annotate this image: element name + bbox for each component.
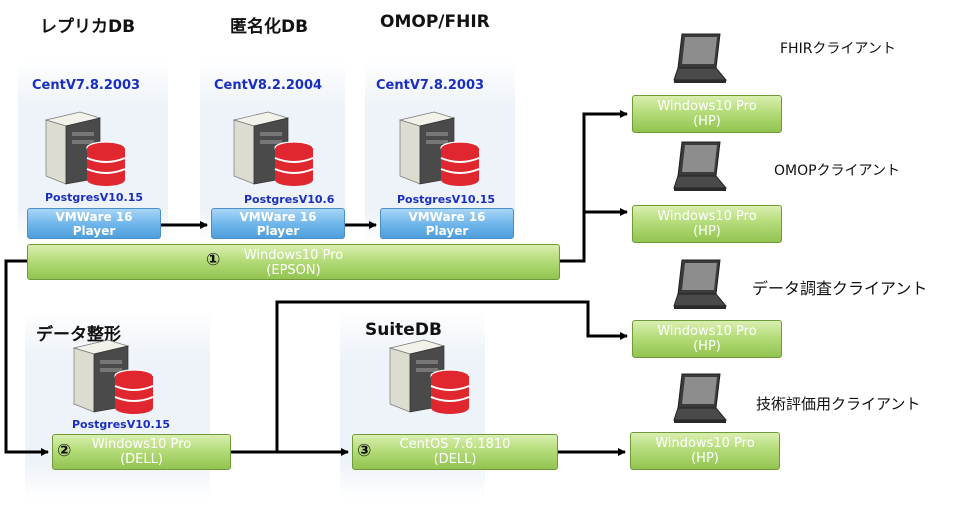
- server-db-icon: [388, 339, 470, 414]
- replica-db-version: PostgresV10.15: [45, 191, 144, 204]
- host-number-2: ②: [57, 441, 72, 461]
- vm-player-omop: VMWare 16 Player: [380, 208, 514, 239]
- server-db-icon: [44, 111, 126, 186]
- suite-title: SuiteDB: [365, 320, 442, 340]
- client-label-survey: データ調査クライアント: [752, 279, 928, 298]
- anon-os: CentV8.2.2004: [214, 78, 323, 93]
- client-line1: Windows10 Pro: [655, 436, 755, 451]
- host-dell-3: CentOS 7.6.1810 (DELL): [352, 434, 558, 470]
- client-line2: (HP): [693, 114, 721, 129]
- vm-line1: VMWare 16: [239, 210, 317, 224]
- client-line2: (HP): [691, 451, 719, 466]
- host-line2: (DELL): [120, 452, 163, 467]
- laptop-icon: [673, 373, 728, 423]
- laptop-icon: [673, 33, 728, 83]
- vm-line1: VMWare 16: [55, 210, 133, 224]
- replica-os: CentV7.8.2003: [32, 78, 141, 93]
- host-number-3: ③: [357, 441, 372, 461]
- client-box-omop: Windows10 Pro (HP): [632, 205, 782, 243]
- anon-db-version: PostgresV10.6: [244, 193, 335, 206]
- client-line1: Windows10 Pro: [657, 209, 757, 224]
- client-label-fhir: FHIRクライアント: [780, 41, 896, 57]
- client-box-eval: Windows10 Pro (HP): [630, 432, 780, 470]
- vm-player-anon: VMWare 16 Player: [211, 208, 345, 239]
- server-db-icon: [72, 339, 154, 414]
- client-line2: (HP): [693, 224, 721, 239]
- shaping-title: データ整形: [36, 325, 121, 345]
- dell2-to-survey-arrow: [275, 300, 628, 452]
- server-db-icon: [398, 111, 480, 186]
- omop-db-version: PostgresV10.15: [397, 193, 496, 206]
- host-line1: Windows10 Pro: [91, 437, 192, 452]
- vm-line2: Player: [72, 224, 116, 238]
- host-line1: CentOS 7.6.1810: [399, 437, 511, 452]
- epson-to-fhir-arrow: [560, 110, 628, 263]
- host-epson: Windows10 Pro (EPSON): [27, 244, 560, 280]
- vm-line2: Player: [256, 224, 300, 238]
- vm-line2: Player: [425, 224, 469, 238]
- anon-title: 匿名化DB: [230, 17, 309, 37]
- client-box-fhir: Windows10 Pro (HP): [632, 95, 782, 133]
- client-line1: Windows10 Pro: [657, 99, 757, 114]
- vm-line1: VMWare 16: [408, 210, 486, 224]
- client-label-omop: OMOPクライアント: [774, 163, 901, 179]
- replica-title: レプリカDB: [40, 17, 136, 37]
- omop-title: OMOP/FHIR: [380, 12, 490, 32]
- host-line2: (DELL): [433, 452, 477, 467]
- vm-player-replica: VMWare 16 Player: [27, 208, 161, 239]
- client-label-eval: 技術評価用クライアント: [756, 395, 921, 413]
- host-dell-2: Windows10 Pro (DELL): [52, 434, 231, 470]
- host-line1: Windows10 Pro: [243, 248, 344, 263]
- client-box-survey: Windows10 Pro (HP): [632, 320, 782, 358]
- laptop-icon: [673, 141, 728, 191]
- epson-to-dell2-arrow: [4, 259, 49, 456]
- server-db-icon: [232, 111, 314, 186]
- laptop-icon: [673, 259, 728, 309]
- host-line2: (EPSON): [266, 263, 321, 278]
- client-line1: Windows10 Pro: [657, 324, 757, 339]
- client-line2: (HP): [693, 339, 721, 354]
- host-number-1: ①: [206, 250, 221, 270]
- shaping-db-version: PostgresV10.15: [72, 418, 171, 431]
- omop-os: CentV7.8.2003: [376, 78, 485, 93]
